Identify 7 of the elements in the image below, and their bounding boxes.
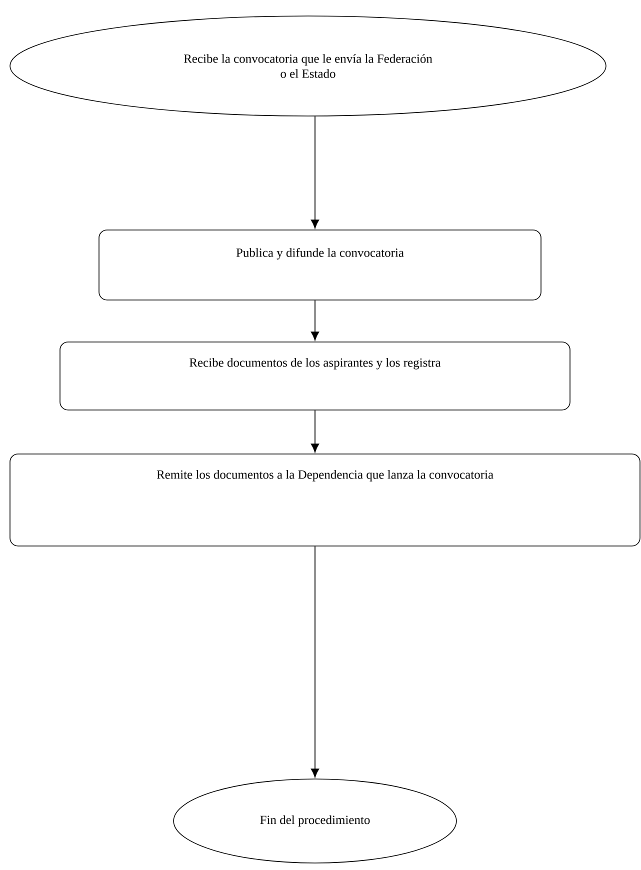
- arrow: [310, 410, 320, 452]
- arrow: [310, 300, 320, 340]
- arrow: [310, 546, 320, 778]
- process-box: Remite los documentos a la Dependencia que lanza la convocatoria: [10, 454, 640, 546]
- process-box: Recibe documentos de los aspirantes y los registra: [60, 342, 570, 410]
- process-box: Publica y difunde la convocatoria: [98, 230, 542, 300]
- arrow: [310, 116, 320, 228]
